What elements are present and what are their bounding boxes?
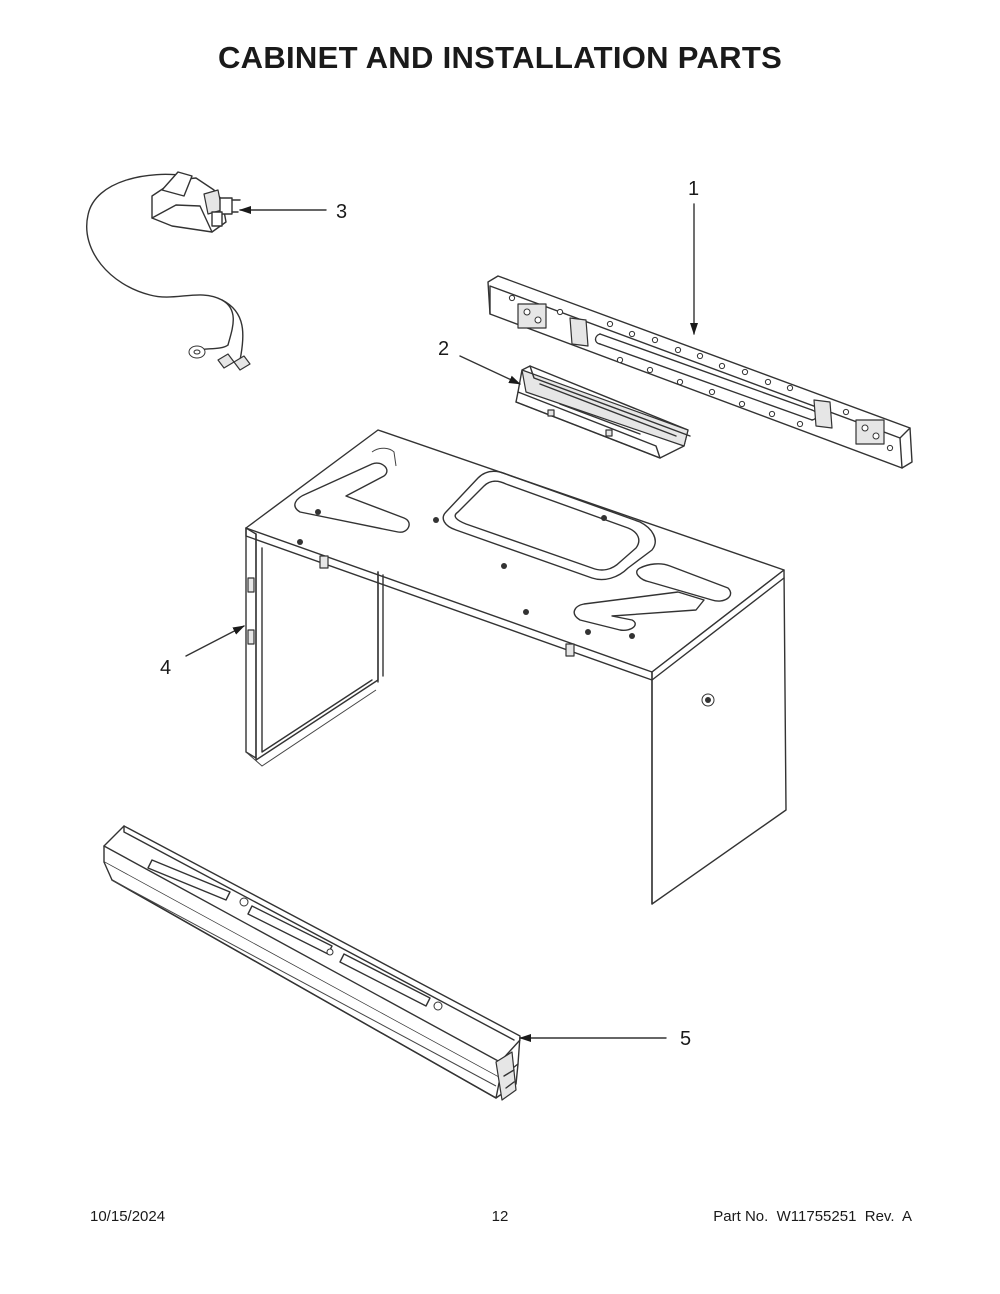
footer-page-number: 12 [491,1208,509,1225]
footer-part-number: Part No. W11755251 Rev. A [713,1208,912,1225]
page-title: CABINET AND INSTALLATION PARTS [217,40,783,75]
mounting-plate-holes [508,294,894,452]
footer-date: 10/15/2024 [90,1208,166,1225]
callout-3: 3 [239,201,347,223]
callout-label: 3 [336,201,347,223]
mounting-plate-part [487,275,913,469]
callout-5: 5 [519,1028,691,1050]
bracket-part [515,365,691,459]
callout-1: 1 [688,178,699,335]
bottom-rail-part [103,825,521,1101]
callout-2: 2 [438,338,521,385]
callout-label: 1 [688,178,699,200]
power-cord-part [86,171,251,371]
cabinet-part [245,429,787,905]
callout-label: 4 [160,657,171,679]
callout-label: 2 [438,338,449,360]
callout-4: 4 [160,625,245,679]
callout-label: 5 [680,1028,691,1050]
